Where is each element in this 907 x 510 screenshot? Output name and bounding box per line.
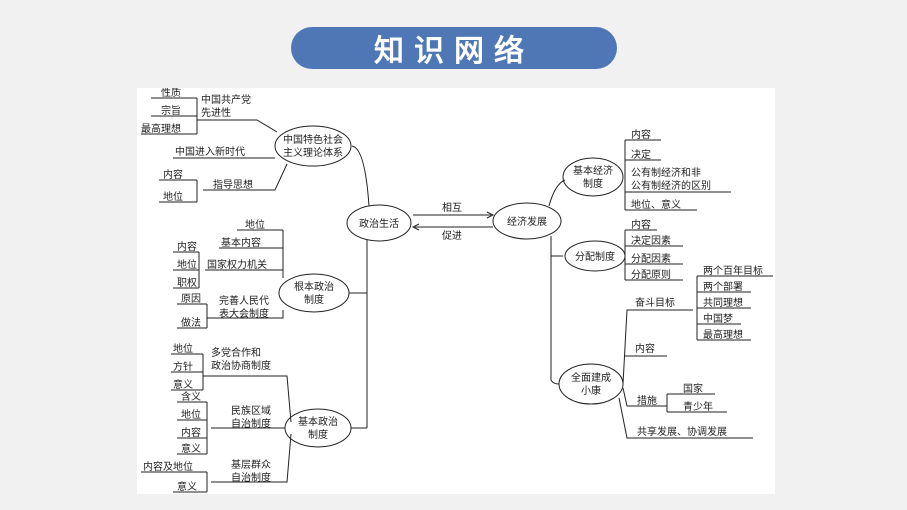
node-distribution: 分配制度 — [575, 250, 615, 263]
link-party — [203, 375, 292, 423]
node-basic-system-l2: 制度 — [308, 428, 328, 441]
link-shared-dev — [618, 397, 753, 439]
node-socialism-ellipse — [274, 125, 352, 167]
root-item-2: 基本内容 — [221, 236, 261, 249]
node-xiaokang-l1: 全面建成 — [571, 371, 611, 384]
grassroots-item-2: 意义 — [177, 480, 197, 493]
link-economy-vertical — [550, 236, 560, 385]
root-item-1: 地位 — [245, 218, 265, 231]
dist-item-1: 内容 — [631, 218, 651, 231]
econ-diff-l1: 公有制经济和非 — [631, 166, 701, 179]
ethnic-item-2: 地位 — [181, 408, 201, 421]
econ-diff-l2: 公有制经济的区别 — [631, 179, 711, 192]
measures-label: 措施 — [637, 394, 657, 407]
node-politics-ellipse — [346, 204, 412, 242]
goal-item-1: 两个百年目标 — [703, 264, 763, 277]
party-item-1: 地位 — [173, 342, 193, 355]
ethnic-item-3: 内容 — [181, 426, 201, 439]
arrow-right-head — [486, 211, 495, 219]
goal-label: 奋斗目标 — [635, 296, 675, 309]
xk-content: 内容 — [635, 342, 655, 355]
grassroots-item-1: 内容及地位 — [143, 460, 193, 473]
econ-item-2: 决定 — [631, 148, 651, 161]
link-guide — [203, 163, 288, 191]
cpc-label-l1: 中国共产党 — [201, 93, 251, 106]
ethnic-item-1: 含义 — [181, 390, 201, 403]
mind-map: 政治生活 经济发展 相互 促进 中国特色社会 主义理论体系 中国共产党 先进性 … — [141, 88, 773, 493]
arrow-label-promote: 促进 — [442, 229, 462, 242]
dist-item-3: 分配因素 — [631, 252, 671, 265]
node-root-system-l1: 根本政治 — [294, 280, 334, 293]
power-item-1: 内容 — [177, 240, 197, 253]
ethnic-l2: 自治制度 — [231, 417, 271, 430]
node-xiaokang-l2: 小康 — [581, 384, 601, 397]
node-econ-system-l2: 制度 — [583, 177, 603, 190]
ethnic-l1: 民族区域 — [231, 404, 271, 417]
goal-item-5: 最高理想 — [703, 328, 743, 341]
arrow-label-mutual: 相互 — [442, 201, 462, 214]
link-improve — [207, 310, 284, 319]
node-xiaokang-ellipse — [558, 363, 624, 405]
cpc-item-2: 宗旨 — [161, 104, 181, 117]
cpc-item-1: 性质 — [161, 88, 181, 99]
link-measures — [622, 387, 667, 407]
node-basic-system-ellipse — [284, 408, 352, 448]
link-cpc — [197, 119, 278, 133]
mind-map-card: 政治生活 经济发展 相互 促进 中国特色社会 主义理论体系 中国共产党 先进性 … — [137, 88, 775, 494]
node-econ-system-ellipse — [562, 157, 624, 197]
improve-item-2: 做法 — [181, 316, 201, 329]
guide-item-2: 地位 — [163, 190, 183, 203]
party-l2: 政治协商制度 — [211, 359, 271, 372]
node-root-system-ellipse — [278, 273, 350, 313]
guide-label: 指导思想 — [213, 178, 253, 191]
measures-item-2: 青少年 — [683, 400, 713, 413]
node-socialism-l2: 主义理论体系 — [283, 146, 343, 159]
node-politics: 政治生活 — [359, 217, 399, 230]
node-socialism-l1: 中国特色社会 — [283, 133, 343, 146]
root-item-3: 国家权力机关 — [207, 258, 267, 271]
node-econ-system-l1: 基本经济 — [573, 164, 613, 177]
power-item-2: 地位 — [177, 258, 197, 271]
link-grassroots — [211, 433, 292, 483]
cpc-label-l2: 先进性 — [201, 106, 231, 119]
party-l1: 多党合作和 — [211, 346, 261, 359]
new-era-label: 中国进入新时代 — [175, 145, 245, 158]
link-politics-socialism — [351, 145, 370, 207]
grassroots-l1: 基层群众 — [231, 458, 271, 471]
shared-dev: 共享发展、协调发展 — [637, 425, 727, 438]
improve-item-1: 原因 — [181, 293, 201, 305]
node-economy: 经济发展 — [507, 215, 547, 228]
node-economy-ellipse — [492, 202, 562, 240]
link-economy-system — [548, 179, 566, 207]
dist-item-4: 分配原则 — [631, 268, 671, 281]
power-item-3: 职权 — [177, 276, 197, 289]
guide-item-1: 内容 — [163, 168, 183, 181]
econ-item-1: 内容 — [631, 128, 651, 141]
party-item-3: 意义 — [173, 378, 193, 391]
goal-item-3: 共同理想 — [703, 296, 743, 309]
node-basic-system-l1: 基本政治 — [298, 415, 338, 428]
arrow-left-head — [411, 223, 420, 231]
goal-item-2: 两个部署 — [703, 280, 743, 293]
grassroots-l2: 自治制度 — [231, 471, 271, 484]
econ-status: 地位、意义 — [631, 198, 681, 211]
cpc-item-3: 最高理想 — [141, 122, 181, 135]
improve-l2: 表大会制度 — [219, 307, 269, 320]
banner-title: 知识网络 — [291, 27, 617, 69]
goal-item-4: 中国梦 — [703, 312, 733, 325]
party-item-2: 方针 — [173, 360, 193, 373]
ethnic-item-4: 意义 — [181, 442, 201, 455]
improve-l1: 完善人民代 — [219, 294, 269, 307]
measures-item-1: 国家 — [683, 382, 703, 395]
link-goal — [622, 309, 693, 385]
node-root-system-l2: 制度 — [304, 293, 324, 306]
dist-item-2: 决定因素 — [631, 234, 671, 247]
